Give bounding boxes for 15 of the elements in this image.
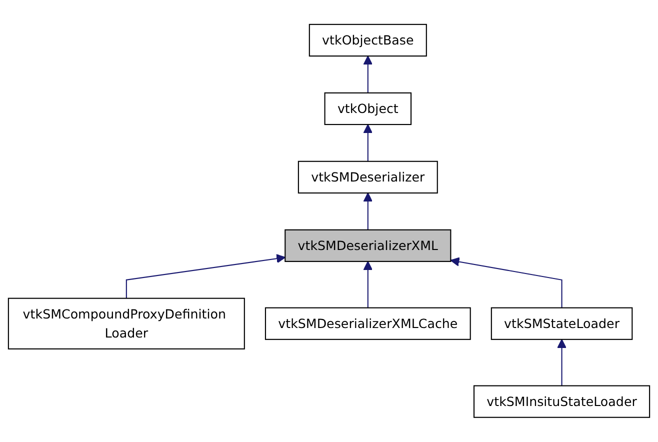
node-box: vtkObject bbox=[324, 92, 412, 126]
arrow bbox=[557, 339, 566, 386]
arrow bbox=[126, 254, 286, 298]
arrow bbox=[363, 124, 373, 162]
arrow bbox=[363, 261, 373, 308]
node-box: vtkSMCompoundProxyDefinition Loader bbox=[8, 298, 245, 350]
arrow bbox=[363, 192, 373, 230]
arrow bbox=[363, 56, 373, 93]
arrow bbox=[450, 257, 562, 308]
node-box: vtkObjectBase bbox=[308, 24, 427, 57]
node-box: vtkSMStateLoader bbox=[490, 307, 633, 340]
node-box: vtkSMDeserializer bbox=[298, 160, 438, 194]
node-box: vtkSMInsituStateLoader bbox=[473, 385, 650, 418]
node-box: vtkSMDeserializerXML bbox=[284, 229, 452, 262]
node-box: vtkSMDeserializerXMLCache bbox=[264, 307, 471, 340]
